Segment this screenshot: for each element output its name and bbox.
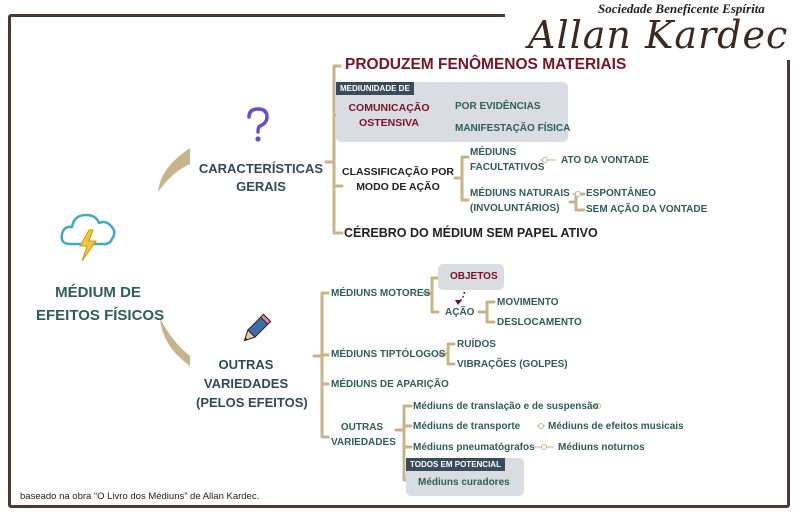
mediuns-transporte: Médiuns de transporte: [413, 421, 521, 432]
vibracoes: VIBRAÇÕES (GOLPES): [457, 359, 568, 370]
crescent-bottom: [160, 318, 190, 366]
mediuns-de-aparicao: MÉDIUNS DE APARIÇÃO: [331, 379, 449, 390]
storm-cloud-icon: [60, 213, 116, 262]
ato-da-vontade: ATO DA VONTADE: [561, 155, 649, 166]
todos-potencial-tag: TODOS EM POTENCIAL: [406, 458, 505, 471]
mediuns-naturais: MÉDIUNS NATURAIS (INVOLUNTÁRIOS): [470, 187, 570, 216]
classificacao-line2: MODO DE AÇÃO: [356, 181, 440, 194]
caracteristicas-line2: GERAIS: [236, 179, 286, 195]
cerebro-sem-papel: CÉREBRO DO MÉDIUM SEM PAPEL ATIVO: [344, 226, 598, 240]
por-evidencias: POR EVIDÊNCIAS: [455, 101, 541, 112]
mediuns-curadores: Médiuns curadores: [418, 477, 510, 488]
comunicacao-line1: COMUNICAÇÃO: [348, 102, 430, 114]
diagram-frame: [8, 14, 790, 508]
mediuns-translacao: Médiuns de translação e de suspensão: [413, 401, 599, 412]
mediuns-facultativos: MÉDIUNS FACULTATIVOS: [470, 146, 544, 175]
mediuns-efeitos-musicais: Médiuns de efeitos musicais: [548, 421, 684, 432]
outras-title-line2: VARIEDADES: [203, 375, 289, 391]
mediuns-motores: MÉDIUNS MOTORES: [331, 288, 431, 299]
mediunidade-tag: MEDIUNIDADE DE: [336, 82, 414, 95]
objetos: OBJETOS: [450, 271, 498, 282]
mediuns-pneumatografos: Médiuns pneumatógrafos: [413, 442, 535, 453]
outras-title-line1: OUTRAS: [218, 357, 274, 372]
signature-logo: Allan Kardec: [528, 13, 789, 57]
facultativos-line2: FACULTATIVOS: [470, 161, 545, 173]
question-icon: [247, 107, 269, 142]
mediuns-noturnos: Médiuns noturnos: [558, 442, 645, 453]
outras-variedades-sub: OUTRAS VARIEDADES: [331, 420, 396, 450]
movimento: MOVIMENTO: [497, 297, 559, 308]
caracteristicas-title: CARACTERÍSTICAS GERAIS: [196, 160, 326, 196]
outras-sub-line2: VARIEDADES: [331, 437, 396, 448]
facultativos-line1: MÉDIUNS: [470, 147, 517, 158]
acao: AÇÃO: [445, 307, 475, 318]
center-title: MÉDIUM DE EFEITOS FÍSICOS: [36, 282, 165, 327]
comunicacao-ostensiva: COMUNICAÇÃO OSTENSIVA: [344, 101, 434, 131]
naturais-line1: MÉDIUNS NATURAIS: [470, 188, 570, 199]
center-title-line1: MÉDIUM DE: [55, 284, 141, 301]
center-title-line2: EFEITOS FÍSICOS: [36, 306, 165, 324]
comunicacao-line2: OSTENSIVA: [359, 117, 419, 130]
mediuns-tiptologos: MÉDIUNS TIPTÓLOGOS: [331, 349, 446, 360]
sem-acao-da-vontade: SEM AÇÃO DA VONTADE: [586, 204, 708, 215]
crescent-top: [158, 148, 190, 192]
pencil-icon: [243, 313, 272, 342]
naturais-line2: (INVOLUNTÁRIOS): [470, 202, 560, 214]
outras-sub-line1: OUTRAS: [340, 422, 384, 433]
objetos-box: [438, 264, 504, 290]
classificacao-modo-acao: CLASSIFICAÇÃO POR MODO DE AÇÃO: [339, 165, 457, 195]
ruidos: RUÍDOS: [457, 339, 496, 350]
brand-area: [505, 0, 797, 60]
deslocamento: DESLOCAMENTO: [497, 317, 582, 328]
footer-credit: baseado na obra “O Livro dos Médiuns” de…: [20, 491, 260, 502]
manifestacao-fisica: MANIFESTAÇÃO FÍSICA: [455, 123, 571, 134]
espontaneo: ESPONTÂNEO: [586, 188, 657, 199]
outras-title-line3: (PELOS EFEITOS): [196, 394, 308, 410]
produzem-fenomenos: PRODUZEM FENÔMENOS MATERIAIS: [345, 56, 627, 73]
outras-variedades-title: OUTRAS VARIEDADES (PELOS EFEITOS): [196, 356, 308, 413]
caracteristicas-line1: CARACTERÍSTICAS: [198, 161, 324, 176]
society-name: Sociedade Beneficente Espírita: [598, 1, 765, 16]
classificacao-line1: CLASSIFICAÇÃO POR: [341, 166, 454, 178]
